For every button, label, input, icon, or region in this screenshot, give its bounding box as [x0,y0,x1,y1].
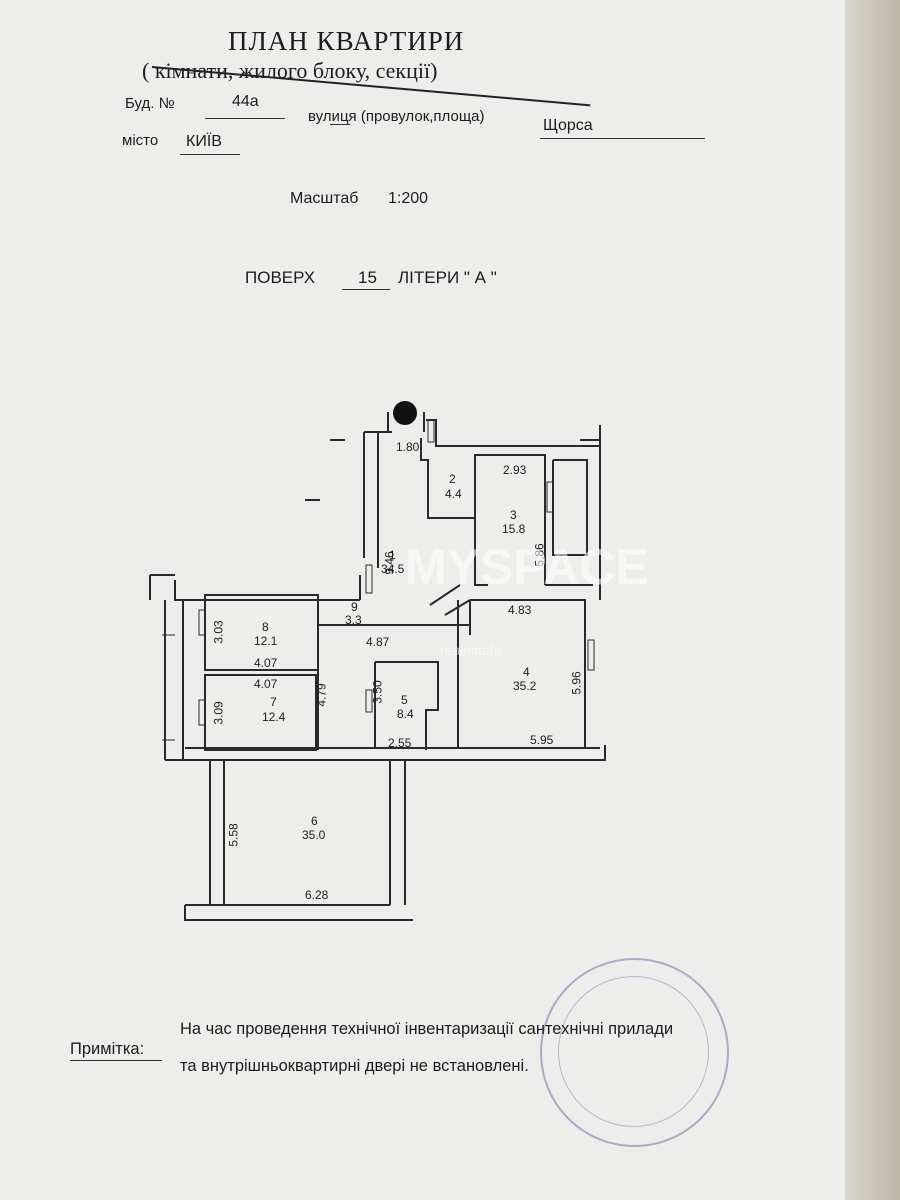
document-subtitle: ( кімнати, жилого блоку, секції) [142,58,591,107]
scale-label: Масштаб [290,190,359,207]
room-5-area: 8.4 [397,707,414,721]
table-background [845,0,900,1200]
dimension-label: 5.95 [530,733,554,747]
room-5-number: 5 [401,693,408,707]
room-3-area: 15.8 [502,522,526,536]
room-2-area: 4.4 [445,487,462,501]
letter-label: ЛІТЕРИ " А " [398,268,497,287]
dimension-label: 4.07 [254,656,278,670]
official-stamp [540,958,729,1147]
building-number: 44а [232,93,259,110]
dimension-label: 6.28 [305,888,329,902]
building-underline [205,118,285,119]
watermark-brand: MYSPACE [405,539,649,595]
room-8-area: 12.1 [254,634,278,648]
street-value: Щорса [543,117,593,134]
street-label-underline [330,124,350,125]
room-9-area: 3.3 [345,613,362,627]
room-1-number: 1 [389,548,396,562]
dimension-label: 4.83 [508,603,532,617]
dimension-label: 5.58 [226,823,241,847]
dimension-label: 1.80 [396,440,420,454]
street-label: вулиця (провулок,площа) [308,108,485,125]
room-7-area: 12.4 [262,710,286,724]
room-7-number: 7 [270,695,277,709]
dimension-label: 5.96 [569,671,584,695]
watermark-tagline: realestate [440,642,502,658]
dimension-label: 4.79 [314,683,329,707]
dimension-label: 2.93 [503,463,527,477]
dimension-label: 2.55 [388,736,412,750]
city-value: КИЇВ [186,133,222,150]
room-1-area: 34.5 [381,562,405,576]
room-6-number: 6 [311,814,318,828]
room-6-area: 35.0 [302,828,326,842]
scale-value: 1:200 [388,190,429,207]
note-line-2: та внутрішньоквартирні двері не встановл… [180,1057,529,1075]
dimension-label: 9.46 [382,551,397,575]
room-3-number: 3 [510,508,517,522]
floor-label: ПОВЕРХ [245,268,316,287]
document-title: ПЛАН КВАРТИРИ [228,26,465,56]
room-4-number: 4 [523,665,530,679]
city-label: місто [122,132,159,149]
dimension-label: 4.87 [366,635,390,649]
building-label: Буд. № [125,95,175,112]
floor-value: 15 [358,268,377,287]
dimension-label: 3.50 [370,680,385,704]
room-2-number: 2 [449,472,456,486]
dimension-label: 4.07 [254,677,278,691]
room-4-area: 35.2 [513,679,537,693]
room-9-number: 9 [351,600,358,614]
city-underline [180,154,240,155]
dimension-label: 3.03 [211,620,226,644]
dimension-label: 3.09 [211,701,226,725]
note-label-underline [70,1060,162,1061]
room-8-number: 8 [262,620,269,634]
note-label: Примітка: [70,1040,145,1058]
note-line-1: На час проведення технічної інвентаризац… [180,1020,674,1038]
street-underline [540,138,705,139]
floor-underline [342,289,390,290]
